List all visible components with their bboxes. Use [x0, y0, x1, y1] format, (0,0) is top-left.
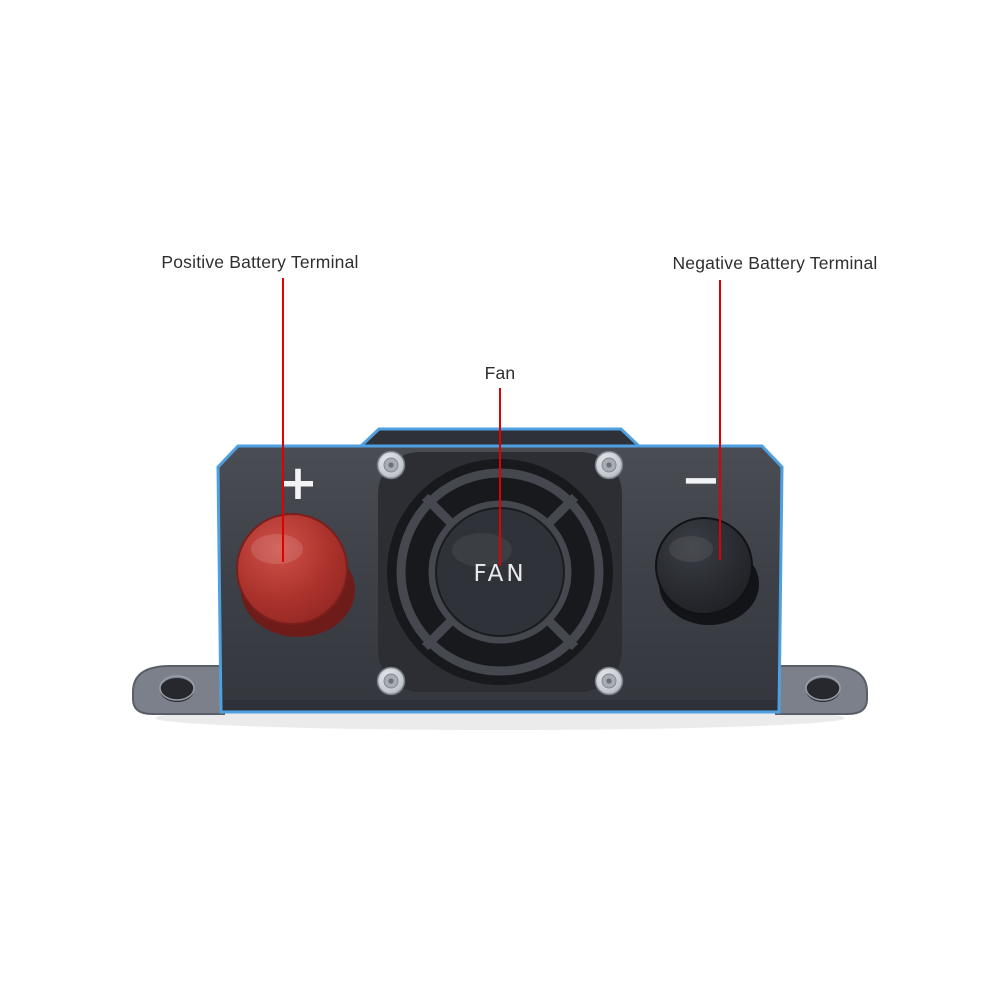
screw-top-right [594, 450, 624, 480]
positive-terminal-label: Positive Battery Terminal [161, 252, 359, 272]
negative-terminal [655, 517, 759, 625]
flange-hole-right [806, 678, 840, 702]
fan-hub: FAN [435, 507, 565, 637]
negative-terminal-label: Negative Battery Terminal [672, 253, 878, 273]
fan-label: Fan [484, 363, 516, 383]
screw-bottom-right [594, 666, 624, 696]
negative-symbol: − [681, 452, 721, 508]
mounting-flange-left [132, 665, 225, 715]
positive-terminal [236, 513, 355, 637]
mounting-flange-right [775, 665, 868, 715]
screw-top-left [376, 450, 406, 480]
fan-hub-text: FAN [473, 561, 526, 587]
positive-symbol: + [278, 455, 318, 511]
screw-bottom-left [376, 666, 406, 696]
flange-hole-left [160, 678, 194, 702]
body-bottom-band [223, 700, 777, 710]
